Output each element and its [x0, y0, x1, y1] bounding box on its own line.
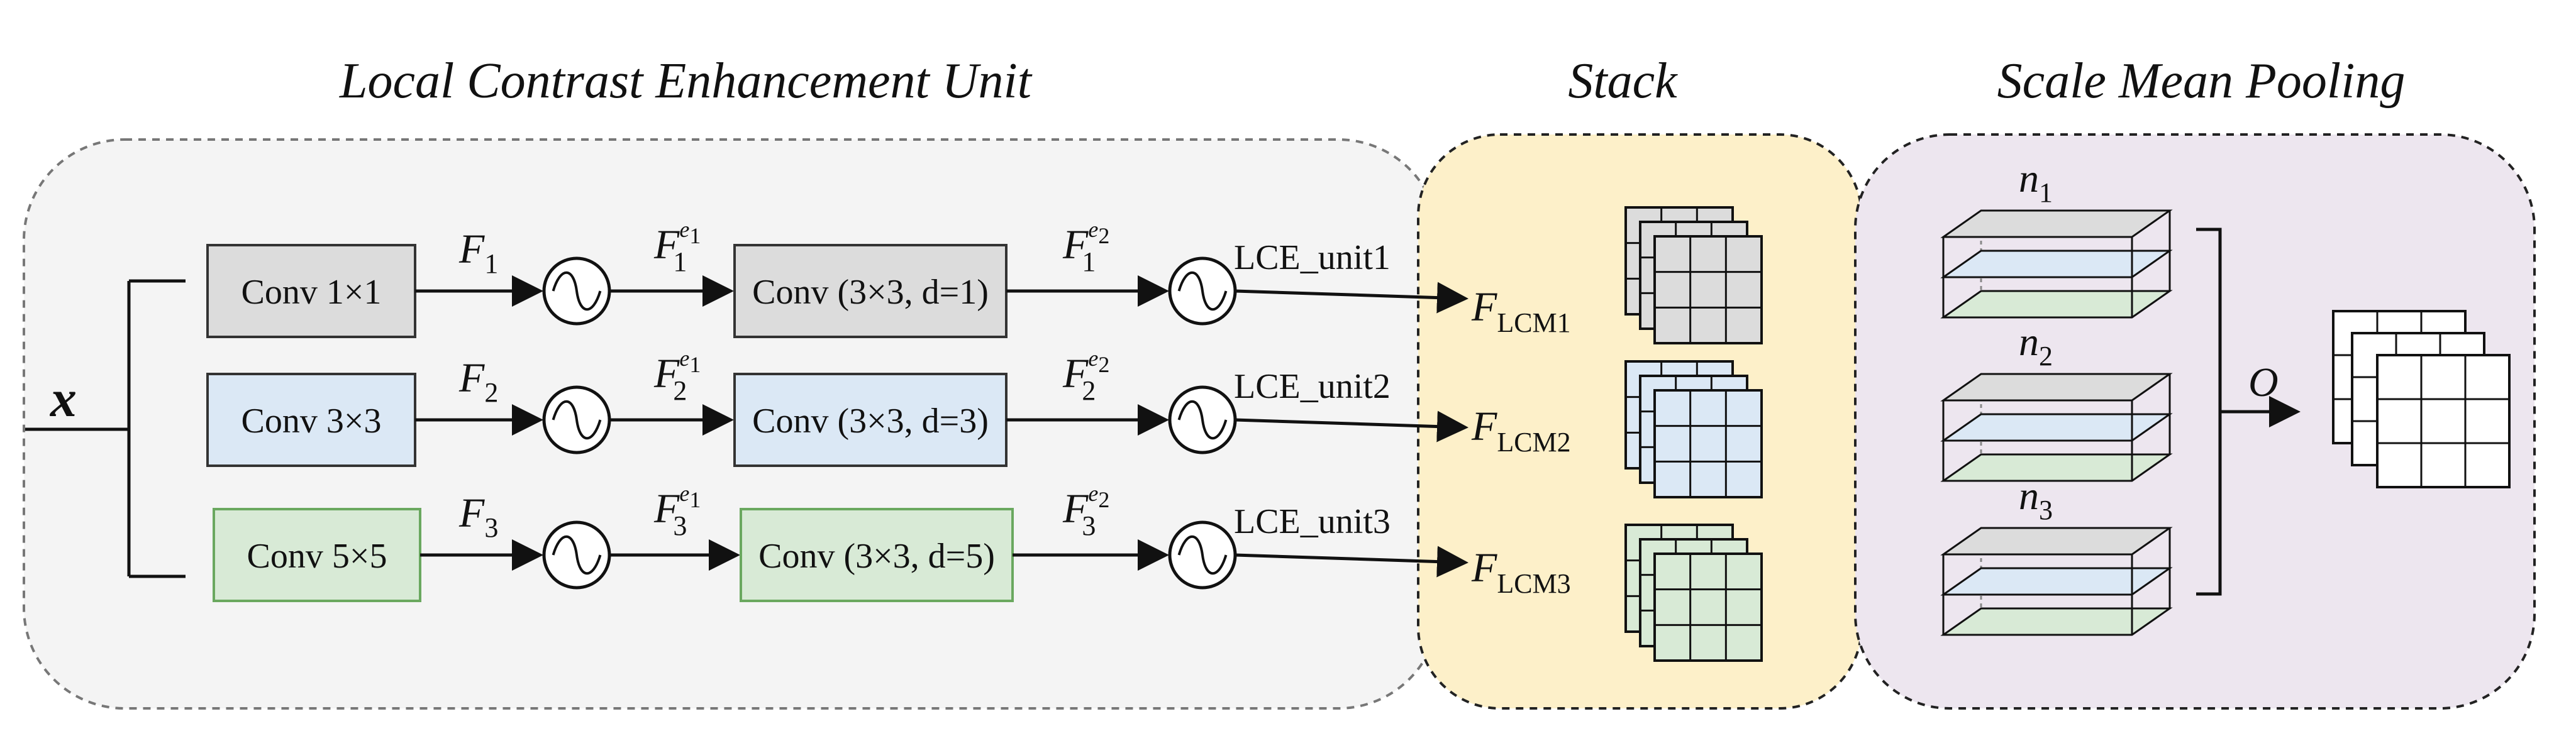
lce-unit-label-2: LCE_unit2 — [1234, 367, 1391, 406]
conv-label-2a: Conv 3×3 — [242, 402, 382, 441]
stack-grid-1c — [1653, 235, 1763, 344]
f-lcm-label-1: FLCM1 — [1471, 284, 1571, 338]
output-o-label: O — [2248, 360, 2279, 405]
output-grid — [2332, 310, 2511, 488]
output-grid-c — [2376, 354, 2511, 488]
lce-unit-title: Local Contrast Enhancement Unit — [339, 53, 1033, 109]
n-label-2: n2 — [2019, 319, 2053, 371]
sigma-icon-1a — [542, 256, 611, 326]
conv-box-3a — [213, 508, 421, 602]
f-label-3: F3 — [458, 490, 498, 543]
conv-label-1b: Conv (3×3, d=1) — [752, 273, 989, 312]
arrow-to-stack-2 — [1235, 410, 1468, 442]
conv-box-3b — [740, 508, 1014, 602]
pooling-slab-2 — [1940, 373, 2173, 482]
f-lcm-label-3: FLCM3 — [1471, 545, 1571, 599]
stack-grid-3c — [1653, 552, 1763, 662]
conv-label-3b: Conv (3×3, d=5) — [758, 537, 995, 576]
conv-label-3a: Conv 5×5 — [247, 537, 387, 576]
f-label-2: F2 — [458, 355, 498, 408]
sigma-icon-3b — [1168, 520, 1237, 590]
stack-grid-2c — [1653, 389, 1763, 498]
pooling-slab-1 — [1940, 209, 2173, 319]
smp-group: n1 n2 n3 — [1940, 156, 2173, 636]
conv-label-1a: Conv 1×1 — [242, 273, 382, 312]
arrow-to-stack-3 — [1235, 546, 1468, 578]
f-label-1: F1 — [458, 226, 498, 279]
conv-label-2b: Conv (3×3, d=3) — [752, 402, 989, 441]
sigma-icon-3a — [542, 520, 611, 590]
input-x-label: x — [49, 370, 77, 428]
n-label-3: n3 — [2019, 473, 2053, 525]
lce-unit-label-1: LCE_unit1 — [1234, 238, 1391, 277]
conv-box-1b — [733, 244, 1008, 338]
sigma-icon-1b — [1168, 256, 1237, 326]
n-label-1: n1 — [2019, 156, 2053, 208]
lce-unit-label-3: LCE_unit3 — [1234, 502, 1391, 541]
arrow-to-stack-1 — [1235, 282, 1468, 314]
smp-title: Scale Mean Pooling — [1997, 53, 2406, 109]
conv-box-1a — [206, 244, 416, 338]
conv-box-2b — [733, 373, 1008, 467]
f-lcm-label-2: FLCM2 — [1471, 404, 1571, 458]
sigma-icon-2b — [1168, 385, 1237, 454]
sigma-icon-2a — [542, 385, 611, 454]
pooling-slab-3 — [1940, 527, 2173, 636]
stack-title: Stack — [1568, 53, 1678, 109]
